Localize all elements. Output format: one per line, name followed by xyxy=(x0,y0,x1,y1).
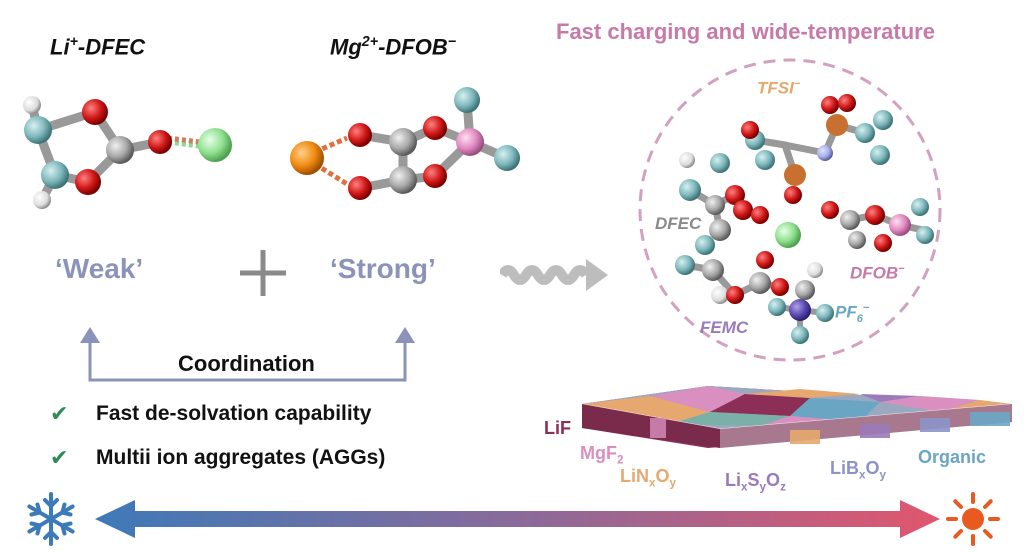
plus-icon xyxy=(240,250,286,296)
strong-label: ‘Strong’ xyxy=(330,253,436,284)
layer-label-mgf2: MgF2 xyxy=(580,443,624,467)
coordination-label: Coordination xyxy=(178,351,315,376)
pf6-label: PF6− xyxy=(835,302,870,326)
layer-label-lif: LiF xyxy=(544,418,571,438)
layer-label-libxoy: LiBxOy xyxy=(830,458,887,482)
sei-layer xyxy=(581,386,1013,448)
layer-label-organic: Organic xyxy=(918,447,987,467)
mg-dfob-molecule xyxy=(290,87,520,200)
snowflake-icon xyxy=(27,492,75,546)
dfob-label: DFOB− xyxy=(850,263,905,283)
check-icon: ✔ xyxy=(50,401,69,426)
weak-label: ‘Weak’ xyxy=(55,253,144,284)
mg-dfob-title: Mg2+-DFOB− xyxy=(330,34,457,60)
dfec-label: DFEC xyxy=(655,214,702,233)
femc-label: FEMC xyxy=(700,318,749,337)
check-item-aggregates: Multii ion aggregates (AGGs) xyxy=(96,446,386,469)
layer-label-linoy: LiNxOy xyxy=(620,466,677,490)
tfsi-label: TFSI− xyxy=(757,78,801,98)
temperature-arrow xyxy=(95,500,940,538)
sun-icon xyxy=(946,492,1000,546)
check-item-desolvation: Fast de-solvation capability xyxy=(96,402,372,425)
right-heading: Fast charging and wide-temperature xyxy=(556,19,935,44)
li-dfec-molecule xyxy=(23,96,232,209)
solvation-sphere xyxy=(638,58,942,362)
check-icon: ✔ xyxy=(50,445,69,470)
coordination-bracket xyxy=(80,327,415,382)
wavy-arrow-icon xyxy=(500,259,608,291)
li-dfec-title: Li+-DFEC xyxy=(50,34,146,60)
layer-label-lisyoz: LixSyOz xyxy=(725,470,786,494)
